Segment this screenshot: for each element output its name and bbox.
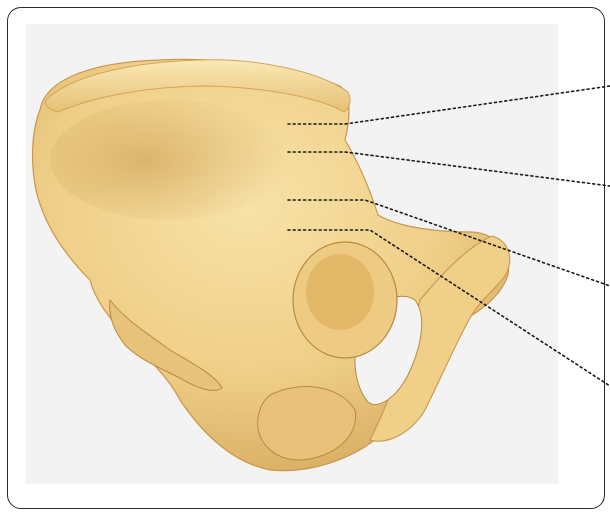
acetabulum-fossa bbox=[306, 254, 374, 330]
iliac-fossa bbox=[50, 100, 290, 220]
